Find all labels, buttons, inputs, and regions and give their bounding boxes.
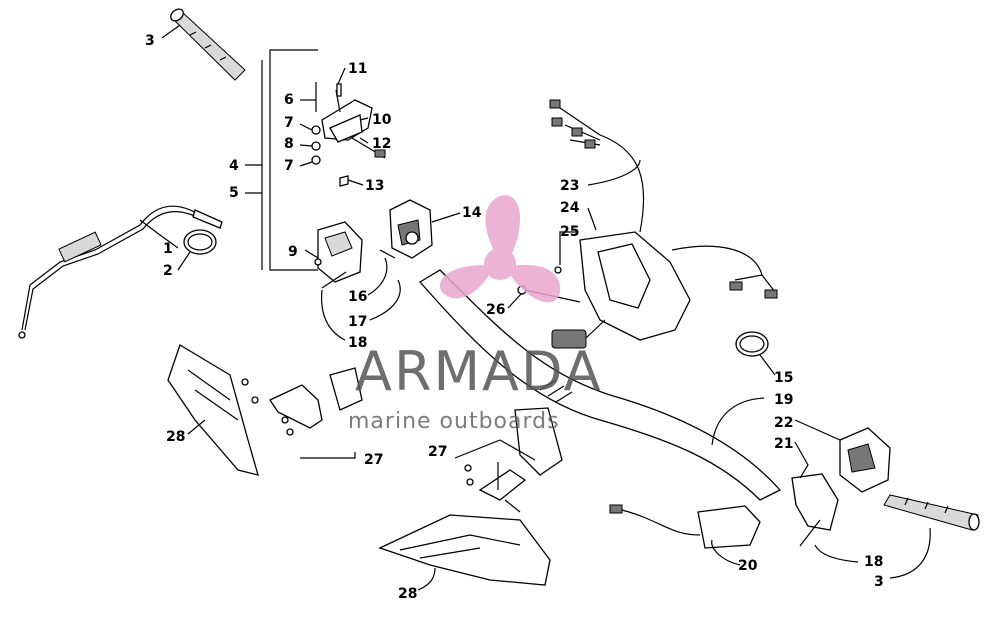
callout-17: 17 [348, 314, 367, 330]
right-bracket [791, 473, 839, 547]
callout-19: 19 [774, 392, 793, 408]
brand-tagline: marine outboards [348, 409, 560, 434]
callout-3: 3 [145, 33, 155, 49]
callout-8: 8 [284, 136, 294, 152]
throttle-control-housing [389, 199, 433, 259]
callout-3: 3 [874, 574, 884, 590]
callout-28: 28 [398, 586, 417, 602]
callout-7: 7 [284, 158, 294, 174]
callout-23: 23 [560, 178, 579, 194]
callout-24: 24 [560, 200, 580, 216]
throttle-cable [18, 205, 223, 339]
screw-fasteners-left [321, 249, 396, 289]
propeller-logo-icon [439, 195, 561, 303]
callout-5: 5 [229, 185, 239, 201]
guard-mount-left [241, 367, 363, 459]
brand-name: ARMADA [355, 340, 603, 403]
callout-25: 25 [560, 224, 579, 240]
callout-21: 21 [774, 436, 793, 452]
leader-lines [139, 24, 931, 591]
callout-28: 28 [166, 429, 185, 445]
left-handlebar-grip [170, 8, 246, 81]
callout-2: 2 [163, 263, 173, 279]
callout-4: 4 [229, 158, 239, 174]
wire-connector [609, 504, 761, 549]
callout-11: 11 [348, 61, 367, 77]
handlebar-tube [418, 269, 782, 501]
cable-clamp [183, 229, 217, 255]
callout-labels: 3 11 6 10 7 8 12 7 4 13 5 14 23 24 25 1 … [145, 33, 884, 602]
hand-guard-left [167, 344, 259, 476]
wiring-harness [549, 99, 778, 299]
right-switch-housing [839, 427, 891, 493]
callout-16: 16 [348, 289, 367, 305]
clamp-ring-right [735, 331, 769, 357]
callout-1: 1 [163, 241, 173, 257]
callout-18: 18 [348, 335, 367, 351]
callout-7: 7 [284, 115, 294, 131]
callout-9: 9 [288, 244, 298, 260]
right-handlebar-grip [883, 494, 980, 531]
control-module [551, 231, 691, 349]
callout-26: 26 [486, 302, 505, 318]
callout-15: 15 [774, 370, 793, 386]
callout-27: 27 [364, 452, 383, 468]
callout-13: 13 [365, 178, 384, 194]
hand-guard-right [378, 514, 551, 586]
callout-27: 27 [428, 444, 447, 460]
callout-12: 12 [372, 136, 391, 152]
callout-14: 14 [462, 205, 482, 221]
armada-watermark: ARMADA marine outboards [348, 195, 603, 434]
callout-6: 6 [284, 92, 294, 108]
callout-20: 20 [738, 558, 758, 574]
callout-10: 10 [372, 112, 392, 128]
callout-18: 18 [864, 554, 883, 570]
guard-mount-right [454, 407, 563, 513]
callout-22: 22 [774, 415, 793, 431]
switch-housing-upper [311, 82, 386, 187]
switch-housing-lower [314, 221, 363, 283]
